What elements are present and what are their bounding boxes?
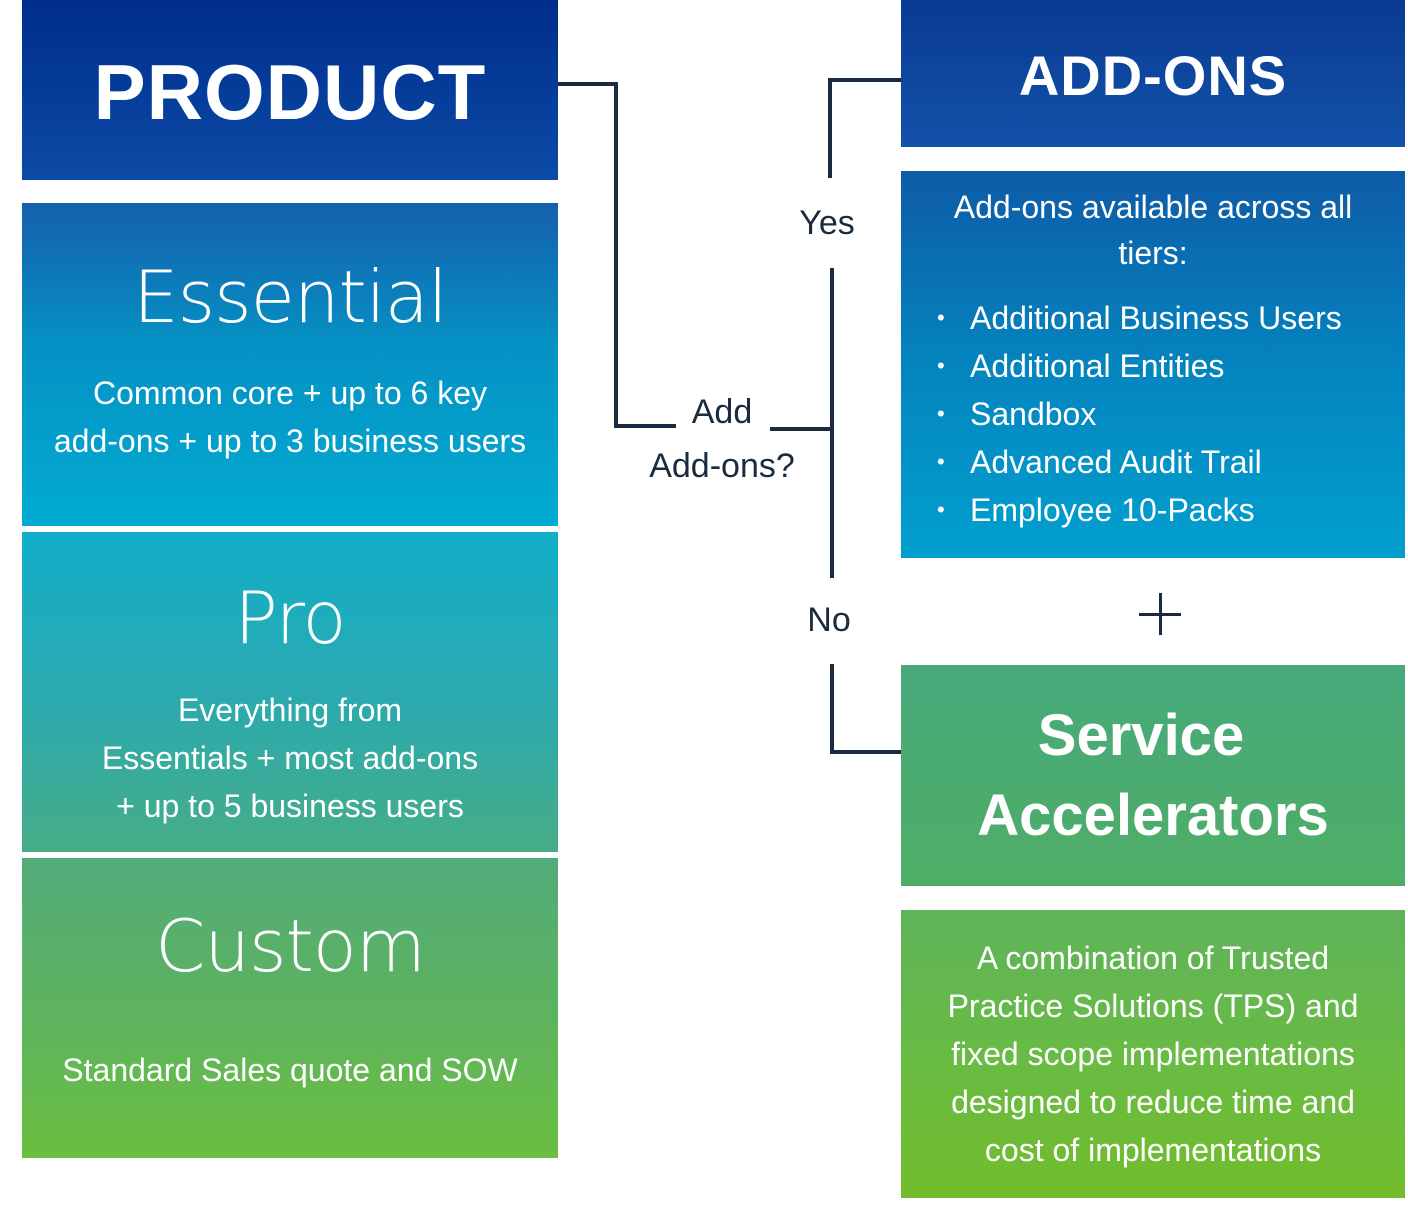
list-item: • Additional Entities [901, 342, 1405, 390]
tier-description-line: Everything from [177, 692, 403, 728]
addons-intro-line: Add-ons available across all [953, 189, 1353, 225]
list-item: • Advanced Audit Trail [901, 438, 1405, 486]
addons-header: ADD-ONS [901, 0, 1405, 147]
service-description-line: cost of implementations [984, 1132, 1322, 1168]
service-description-line: Practice Solutions (TPS) and [947, 988, 1359, 1024]
service-accelerators-header: Service Accelerators [901, 665, 1405, 886]
product-header-label: PRODUCT [93, 47, 487, 136]
tier-description-line: + up to 5 business users [116, 788, 464, 824]
list-item: • Employee 10-Packs [901, 486, 1405, 534]
service-accelerators-title-line: Service [1037, 702, 1245, 768]
addons-body: Add-ons available across all tiers: • Add… [901, 171, 1405, 558]
bullet-icon: • [937, 401, 945, 426]
decision-question-line: Add-ons? [649, 447, 795, 485]
tier-description-line: Standard Sales quote and SOW [62, 1052, 518, 1088]
list-item-label: Sandbox [970, 396, 1097, 432]
service-accelerators-title-line: Accelerators [977, 782, 1329, 848]
tier-title: Custom [155, 904, 426, 988]
addons-intro-line: tiers: [1118, 235, 1188, 271]
bullet-icon: • [937, 305, 945, 330]
no-branch-connector [830, 664, 901, 754]
bullet-icon: • [937, 449, 945, 474]
addons-intro: Add-ons available across all tiers: [901, 171, 1405, 276]
plus-icon [1139, 593, 1181, 635]
bullet-icon: • [937, 353, 945, 378]
no-label: No [807, 601, 851, 639]
tier-custom: Custom Standard Sales quote and SOW [22, 858, 558, 1158]
tier-essential: Essential Common core + up to 6 key add-… [22, 203, 558, 526]
list-item-label: Employee 10-Packs [970, 492, 1255, 528]
decision-question-line: Add [691, 393, 753, 431]
bullet-icon: • [937, 497, 945, 522]
tier-title: Pro [234, 576, 346, 660]
addons-list: • Additional Business Users • Additional E… [901, 294, 1405, 534]
list-item: • Additional Business Users [901, 294, 1405, 342]
tier-title: Essential [133, 255, 448, 339]
yes-label: Yes [799, 204, 855, 242]
product-header: PRODUCT [22, 0, 558, 180]
yes-branch-connector [828, 78, 901, 178]
tier-pro: Pro Everything from Essentials + most ad… [22, 532, 558, 852]
decision-question: Add Add-ons? [630, 385, 814, 493]
list-item-label: Additional Business Users [970, 300, 1342, 336]
list-item-label: Advanced Audit Trail [970, 444, 1262, 480]
service-description-line: designed to reduce time and [951, 1084, 1355, 1120]
tier-description-line: Common core + up to 6 key [93, 375, 487, 411]
tier-description-line: add-ons + up to 3 business users [53, 423, 527, 459]
service-description-line: A combination of Trusted [976, 940, 1330, 976]
list-item-label: Additional Entities [970, 348, 1225, 384]
tier-description-line: Essentials + most add-ons [101, 740, 479, 776]
product-to-question-connector [558, 82, 676, 428]
list-item: • Sandbox [901, 390, 1405, 438]
addons-header-label: ADD-ONS [1018, 44, 1288, 107]
service-description-line: fixed scope implementations [951, 1036, 1355, 1072]
service-accelerators-body: A combination of Trusted Practice Soluti… [901, 910, 1405, 1198]
